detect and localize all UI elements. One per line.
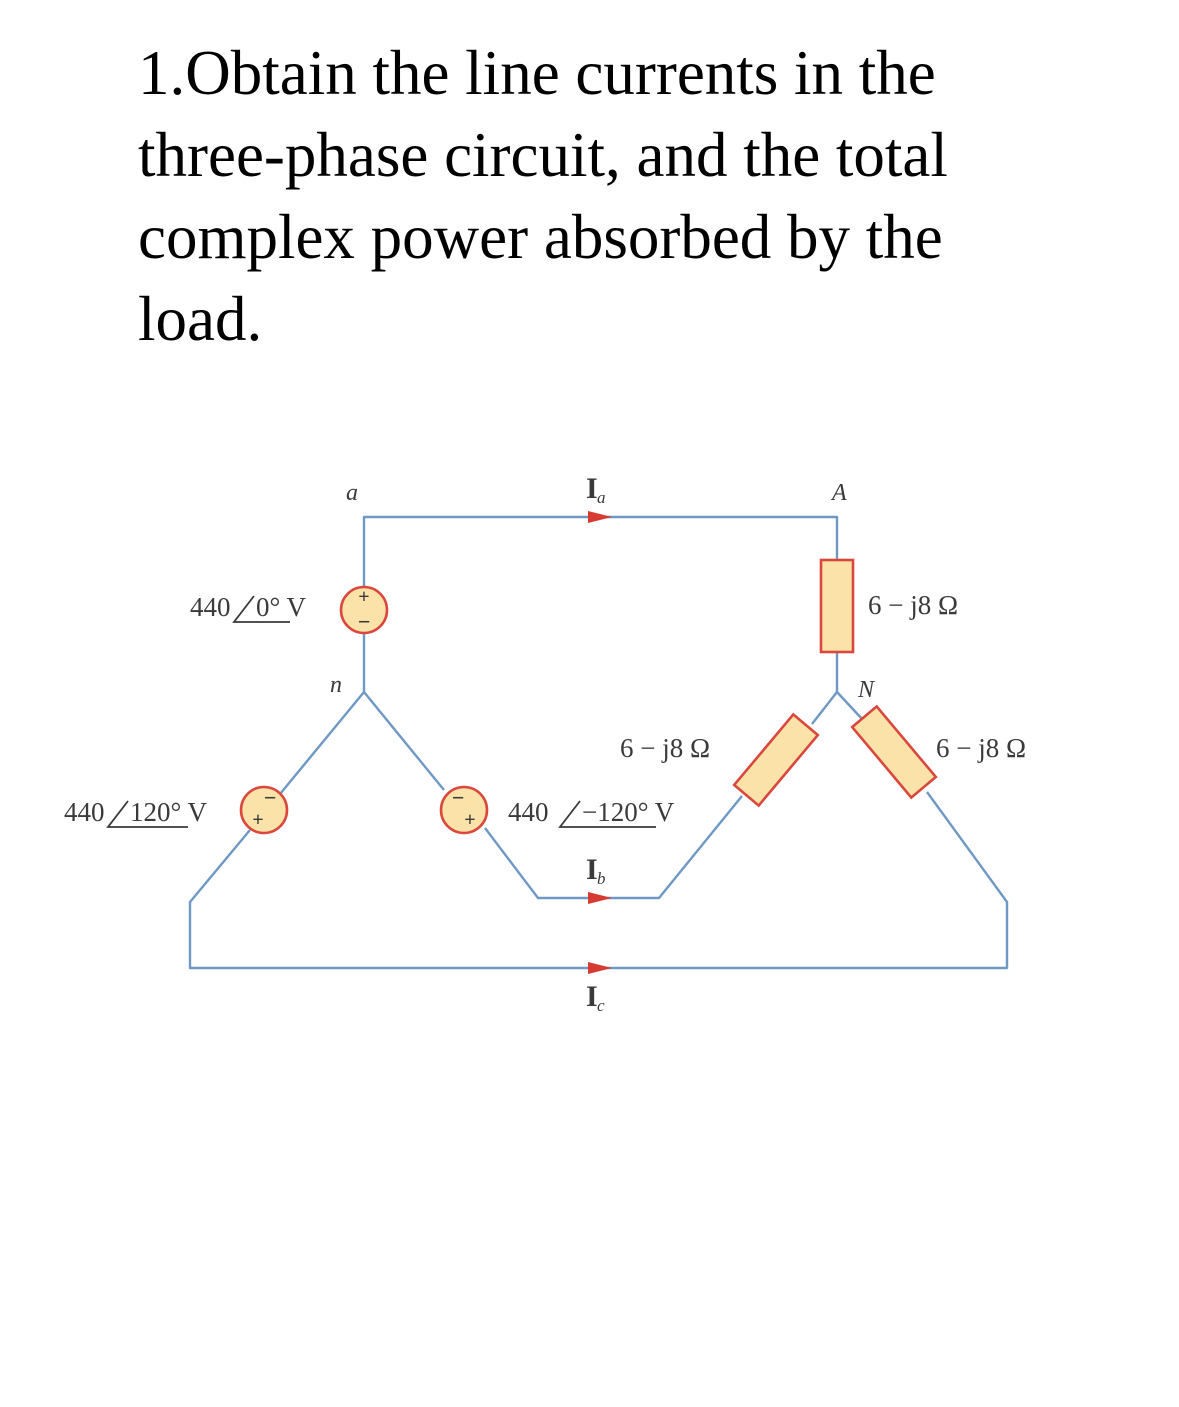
- voltage-source-b: + −: [439, 785, 489, 835]
- wire-N-to-load-b: [811, 691, 838, 725]
- svg-text:−: −: [264, 785, 277, 810]
- node-label-A: A: [830, 480, 847, 506]
- svg-text:120° V: 120° V: [130, 797, 208, 827]
- voltage-source-c: + −: [239, 785, 289, 835]
- svg-text:440: 440: [508, 797, 549, 827]
- source-label-b: 440 −120° V: [508, 797, 675, 828]
- svg-text:−: −: [452, 785, 465, 810]
- source-label-c: 440 120° V: [64, 797, 208, 828]
- node-label-N: N: [857, 677, 876, 703]
- load-impedance-b: [732, 712, 820, 808]
- current-label-a: I a: [586, 472, 606, 507]
- wire-n-to-source-b: [363, 691, 445, 791]
- current-arrow-a: [588, 511, 612, 523]
- current-label-c: I c: [586, 980, 605, 1015]
- svg-text:b: b: [597, 869, 606, 888]
- svg-text:c: c: [597, 996, 605, 1015]
- question-text: 1.Obtain the line currents in the three-…: [138, 38, 948, 354]
- svg-text:+: +: [358, 586, 369, 608]
- node-label-n: n: [330, 672, 342, 698]
- svg-text:440: 440: [190, 592, 231, 622]
- wire-line-a: [362, 515, 839, 587]
- node-label-a: a: [346, 480, 358, 506]
- svg-text:−120° V: −120° V: [582, 797, 675, 827]
- wire-N-to-load-c: [836, 691, 864, 721]
- svg-text:−: −: [358, 609, 371, 634]
- svg-text:0° V: 0° V: [256, 592, 307, 622]
- load-label-c: 6 − j8 Ω: [936, 733, 1026, 763]
- voltage-source-a: + −: [339, 585, 389, 635]
- svg-text:I: I: [586, 853, 598, 886]
- svg-text:+: +: [464, 809, 475, 831]
- current-label-b: I b: [586, 853, 606, 888]
- svg-text:I: I: [586, 980, 598, 1013]
- svg-text:I: I: [586, 472, 598, 505]
- svg-text:a: a: [597, 488, 606, 507]
- svg-text:440: 440: [64, 797, 105, 827]
- svg-text:+: +: [252, 809, 263, 831]
- load-impedance-a: [819, 558, 855, 654]
- current-arrow-c: [588, 962, 612, 974]
- source-label-a: 440 0° V: [190, 592, 307, 623]
- wire-n-to-source-c: [279, 691, 365, 795]
- current-arrow-b: [588, 892, 612, 904]
- load-impedance-c: [850, 704, 938, 800]
- load-label-a: 6 − j8 Ω: [868, 590, 958, 620]
- load-label-b: 6 − j8 Ω: [620, 733, 710, 763]
